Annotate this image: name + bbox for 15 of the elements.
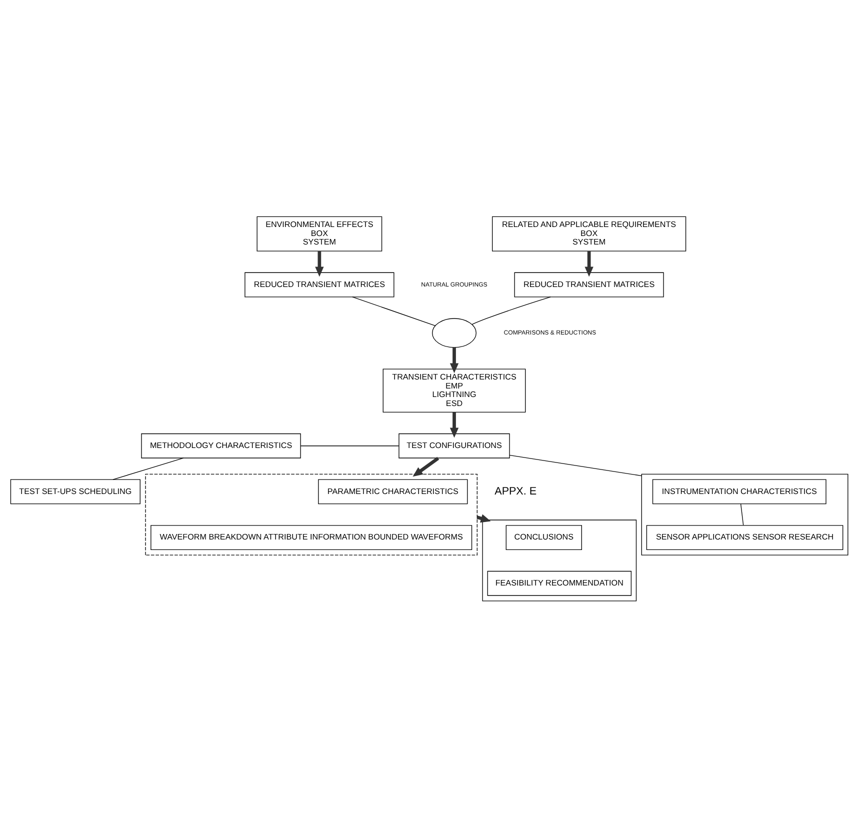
cluster xyxy=(145,474,478,556)
connector xyxy=(352,296,436,326)
arrow xyxy=(584,251,594,277)
node-circle xyxy=(432,318,476,348)
arrow xyxy=(412,456,440,477)
cluster xyxy=(641,474,848,556)
connector xyxy=(472,296,551,325)
cluster xyxy=(482,520,637,602)
node-label: APPX. E xyxy=(494,485,537,498)
arrow xyxy=(450,348,459,374)
connector xyxy=(112,458,184,480)
arrow xyxy=(450,412,459,438)
arrow xyxy=(315,251,324,277)
connector xyxy=(740,504,744,526)
connector xyxy=(509,454,642,476)
